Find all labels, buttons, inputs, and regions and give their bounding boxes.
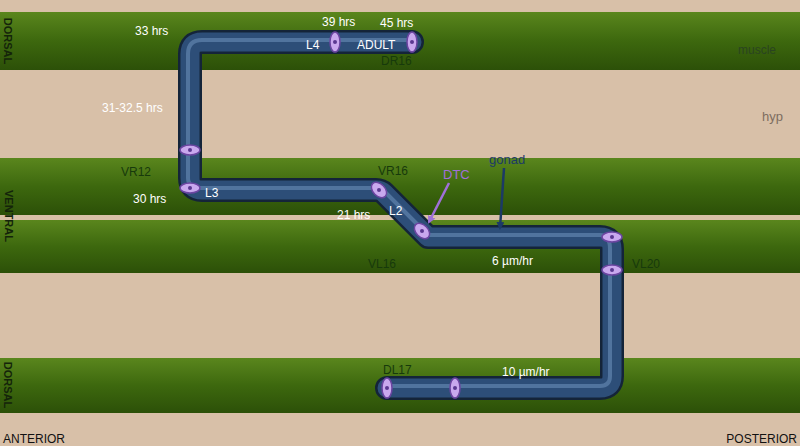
cell-label: DTC bbox=[443, 168, 470, 183]
stage-label: L2 bbox=[389, 205, 402, 219]
structure-label: gonad bbox=[489, 153, 525, 168]
muscle-cell-label: VL16 bbox=[368, 258, 396, 272]
time-label: 31-32.5 hrs bbox=[102, 102, 163, 116]
stage-label: L3 bbox=[205, 187, 218, 201]
axis-label: POSTERIOR bbox=[726, 433, 797, 446]
muscle-cell-label: VR12 bbox=[121, 166, 151, 180]
dtc-pointer bbox=[429, 183, 449, 222]
axis-label: VENTRAL bbox=[2, 190, 15, 242]
dtc-nuclei bbox=[188, 40, 614, 390]
rate-label: 6 µm/hr bbox=[492, 255, 533, 269]
stage-label: L4 bbox=[306, 39, 319, 53]
muscle-cell-label: DR16 bbox=[381, 55, 412, 69]
muscle-cell-label: DL17 bbox=[383, 364, 412, 378]
time-label: 33 hrs bbox=[135, 25, 168, 39]
axis-label: DORSAL bbox=[1, 362, 14, 408]
muscle-band: VL16 VL20 bbox=[0, 220, 800, 273]
time-label: 39 hrs bbox=[322, 16, 355, 30]
axis-label: ANTERIOR bbox=[3, 433, 65, 446]
time-label: 30 hrs bbox=[133, 193, 166, 207]
gonad-pointer bbox=[500, 168, 504, 228]
time-label: 21 hrs bbox=[337, 209, 370, 223]
muscle-band: DORSAL DL17 bbox=[0, 358, 800, 413]
muscle-cell-label: VL20 bbox=[632, 258, 660, 272]
rate-label: 10 µm/hr bbox=[502, 366, 550, 380]
tissue-label: muscle bbox=[738, 44, 776, 58]
stage-label: ADULT bbox=[357, 39, 395, 53]
muscle-band-fill bbox=[0, 220, 800, 273]
dtc-cells bbox=[180, 32, 622, 398]
time-label: 45 hrs bbox=[380, 17, 413, 31]
gonad-tube bbox=[188, 40, 612, 388]
tissue-label: hyp bbox=[762, 110, 783, 125]
axis-label: DORSAL bbox=[1, 18, 14, 64]
muscle-cell-label: VR16 bbox=[378, 165, 408, 179]
